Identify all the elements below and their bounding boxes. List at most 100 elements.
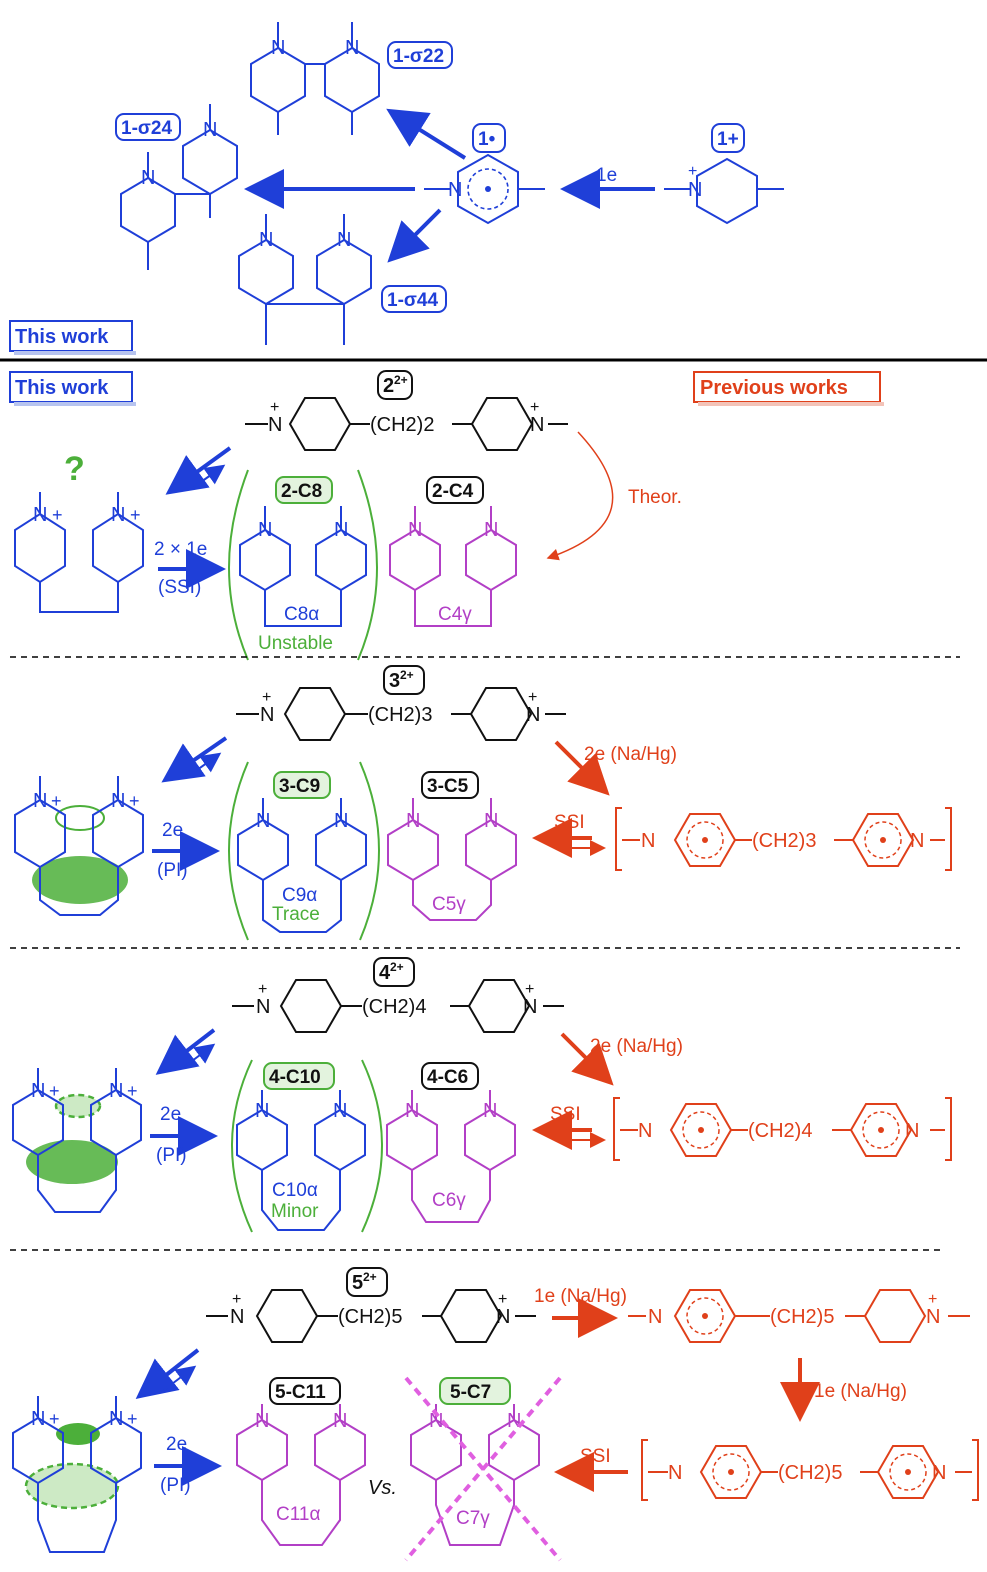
row-4: N + N + (CH2)4 4 2+ N + N + 2e (PI) N N … [12,957,952,1233]
radical-1: N [424,153,545,225]
atom-N: N [526,704,540,726]
plus-sign: + [232,1291,241,1308]
atom-N: N [31,1080,45,1102]
versus: Vs. [368,1477,397,1499]
plus-sign: + [525,981,534,998]
atom-N: N [268,414,282,436]
red-chain: (CH2)5 [770,1306,834,1328]
plus-sign: + [258,981,267,998]
label-one-e: 1e [596,165,617,186]
red-ssi: SSI [550,1104,581,1125]
top-panel: N N 1-σ22 N N 1-σ24 N [9,22,784,355]
atom-N: N [345,37,359,59]
atom-N: N [641,830,655,852]
plus-sign: + [49,1081,60,1101]
atom-N: N [507,1410,521,1432]
previous-works-label: Previous works [700,377,848,399]
charge-sup: 2+ [394,373,408,387]
atom-N: N [408,519,422,541]
product-black-box: 5-C11 [275,1382,326,1403]
red-reagent: 2e (Na/Hg) [590,1036,683,1057]
atom-N: N [256,810,270,832]
label-sigma22: 1-σ22 [393,46,444,67]
atom-N: N [905,1120,919,1142]
reagent: 2e [162,820,183,841]
row-2: This work Previous works N + N + (CH2)2 … [9,370,884,661]
plus-sign: + [127,1409,138,1429]
yield-note: Minor [271,1201,319,1222]
row-3: N + N + (CH2)3 3 2+ N + N + 2e (PI) N N … [14,665,952,941]
label-sigma24: 1-σ24 [121,118,172,139]
product-green-box: 4-C10 [269,1067,321,1088]
chain-label: (CH2)2 [370,414,434,436]
atom-N: N [668,1462,682,1484]
atom-N: N [405,1100,419,1122]
charge-sup: 2+ [390,960,404,974]
reagent-condition: (PI) [157,860,188,881]
atom-N: N [429,1410,443,1432]
stability-note: Unstable [258,633,333,654]
plus-sign: + [262,689,271,706]
atom-N: N [271,37,285,59]
red-ssi: SSI [580,1446,611,1467]
atom-N: N [141,167,155,189]
cross-out [404,1376,562,1562]
atom-N: N [448,179,462,201]
atom-N: N [406,810,420,832]
atom-N: N [337,229,351,251]
ring-size-magenta: C4γ [438,604,472,625]
red-chain: (CH2)3 [752,830,816,852]
atom-N: N [530,414,544,436]
plus-sign: + [528,689,537,706]
product-black-box: 3-C5 [427,776,469,797]
ring-size-blue: C9α [282,885,317,906]
reagent: 2e [166,1434,187,1455]
red-reagent-mid: 1e (Na/Hg) [814,1381,907,1402]
sigma24-dimer: N N [120,104,238,270]
atom-N: N [688,179,702,201]
plus-sign: + [270,399,279,416]
plus-sign: + [688,163,697,180]
atom-N: N [496,1306,510,1328]
atom-N: N [910,830,924,852]
plus-sign: + [49,1409,60,1429]
arrow-to-s22 [386,108,467,160]
ring-size-magenta: C6γ [432,1190,466,1211]
atom-N: N [109,1080,123,1102]
product-green-box: 5-C7 [450,1382,491,1403]
atom-N: N [334,519,348,541]
atom-N: N [255,1100,269,1122]
label-radical: 1• [478,129,496,150]
cation-1: N + [664,157,784,225]
chain-label: (CH2)4 [362,996,426,1018]
yield-note: Trace [272,904,320,925]
atom-N: N [638,1120,652,1142]
row-5: N + N + (CH2)5 5 2+ N + N + 2e (PI) N N … [12,1267,979,1562]
ring-size-blue: C8α [284,604,319,625]
plus-sign: + [498,1291,507,1308]
product-black-box: 4-C6 [427,1067,468,1088]
atom-N: N [932,1462,946,1484]
reagent: 2e [160,1104,181,1125]
atom-N: N [484,810,498,832]
reagent-condition: (SSI) [158,577,201,598]
plus-sign: + [130,505,141,525]
theory-note: Theor. [628,487,682,508]
question-mark: ? [64,450,85,488]
atom-N: N [230,1306,244,1328]
compound-id: 2 [383,375,394,397]
product-black-box: 2-C4 [432,481,474,502]
this-work-label-top: This work [15,326,109,348]
ring-size-magenta: C11α [276,1504,320,1525]
atom-N: N [258,519,272,541]
red-ssi: SSI [554,812,585,833]
atom-N: N [33,790,47,812]
atom-N: N [259,229,273,251]
atom-N: N [523,996,537,1018]
compound-id: 3 [389,670,400,692]
ring-size-magenta: C5γ [432,894,466,915]
reagent: 2 × 1e [154,539,207,560]
plus-sign: + [52,505,63,525]
plus-sign: + [129,791,140,811]
